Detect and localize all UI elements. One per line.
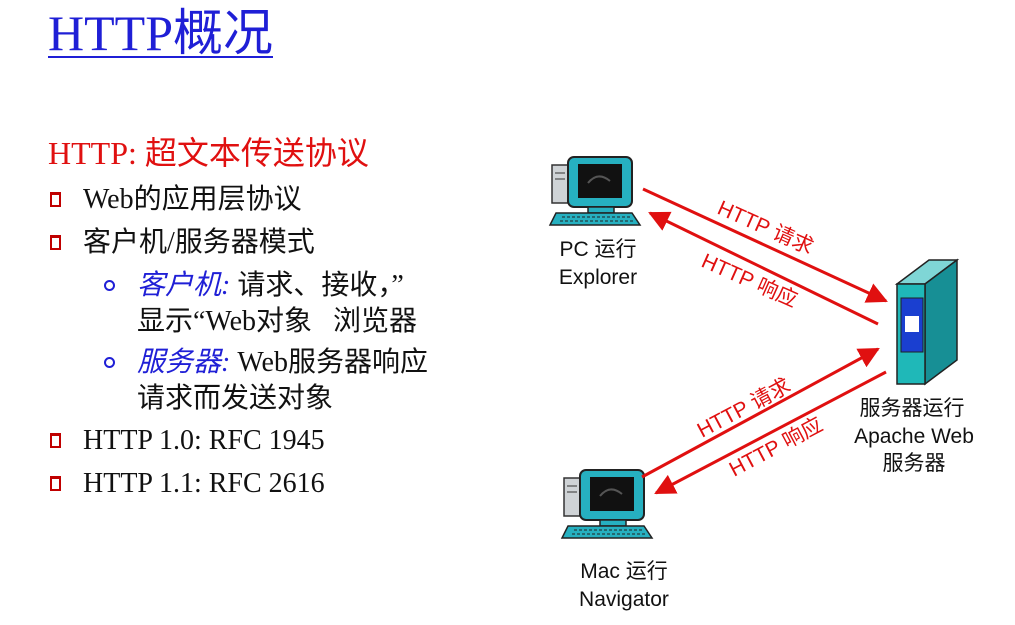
request-arrow-mac — [641, 347, 880, 479]
square-bullet-icon — [50, 476, 61, 491]
sub-bullet-item: 服务器: Web服务器响应 请求而发送对象 — [104, 345, 428, 417]
response-label-pc: HTTP 响应 — [698, 250, 801, 313]
mac-label-line1: Mac 运行 — [580, 560, 668, 583]
square-bullet-icon — [50, 235, 61, 250]
sub-term: 服务器: — [137, 347, 231, 378]
mac-computer-icon — [560, 469, 654, 539]
slide-title: HTTP概况 — [48, 5, 273, 61]
bullet-item: HTTP 1.1: RFC 2616 — [50, 467, 325, 501]
pc-computer-icon — [548, 156, 642, 226]
server-label-line1: 服务器运行 — [860, 397, 965, 420]
server-label-line3: 服务器 — [883, 452, 946, 475]
pc-label-line1: PC 运行 — [559, 238, 636, 261]
response-arrow-pc — [648, 211, 879, 326]
request-arrow-pc — [642, 187, 888, 303]
sub-term: 客户机: — [137, 270, 231, 301]
bullet-item: HTTP 1.0: RFC 1945 — [50, 424, 325, 458]
sub-text-line2: 显示“Web对象 浏览器 — [137, 306, 418, 337]
server-icon — [894, 258, 960, 386]
bullet-item: 客户机/服务器模式 — [50, 226, 315, 260]
pc-label-line2: Explorer — [559, 266, 637, 289]
sub-text: Web服务器响应 — [230, 347, 428, 378]
sub-text-line2: 请求而发送对象 — [137, 383, 334, 414]
circle-bullet-icon — [104, 280, 115, 291]
mac-label-line2: Navigator — [579, 588, 669, 611]
square-bullet-icon — [50, 433, 61, 448]
server-label-line2: Apache Web — [854, 425, 974, 448]
response-arrow-mac — [654, 370, 887, 495]
bullet-text: 客户机/服务器模式 — [83, 227, 315, 258]
circle-bullet-icon — [104, 357, 115, 368]
square-bullet-icon — [50, 192, 61, 207]
sub-bullet-item: 客户机: 请求、接收，” 显示“Web对象 浏览器 — [104, 268, 417, 340]
subtitle: HTTP: 超文本传送协议 — [48, 135, 369, 171]
bullet-text: HTTP 1.1: RFC 2616 — [83, 468, 325, 499]
sub-text: 请求、接收，” — [230, 270, 404, 301]
bullet-text: Web的应用层协议 — [83, 184, 302, 215]
bullet-item: Web的应用层协议 — [50, 183, 302, 217]
bullet-text: HTTP 1.0: RFC 1945 — [83, 425, 325, 456]
